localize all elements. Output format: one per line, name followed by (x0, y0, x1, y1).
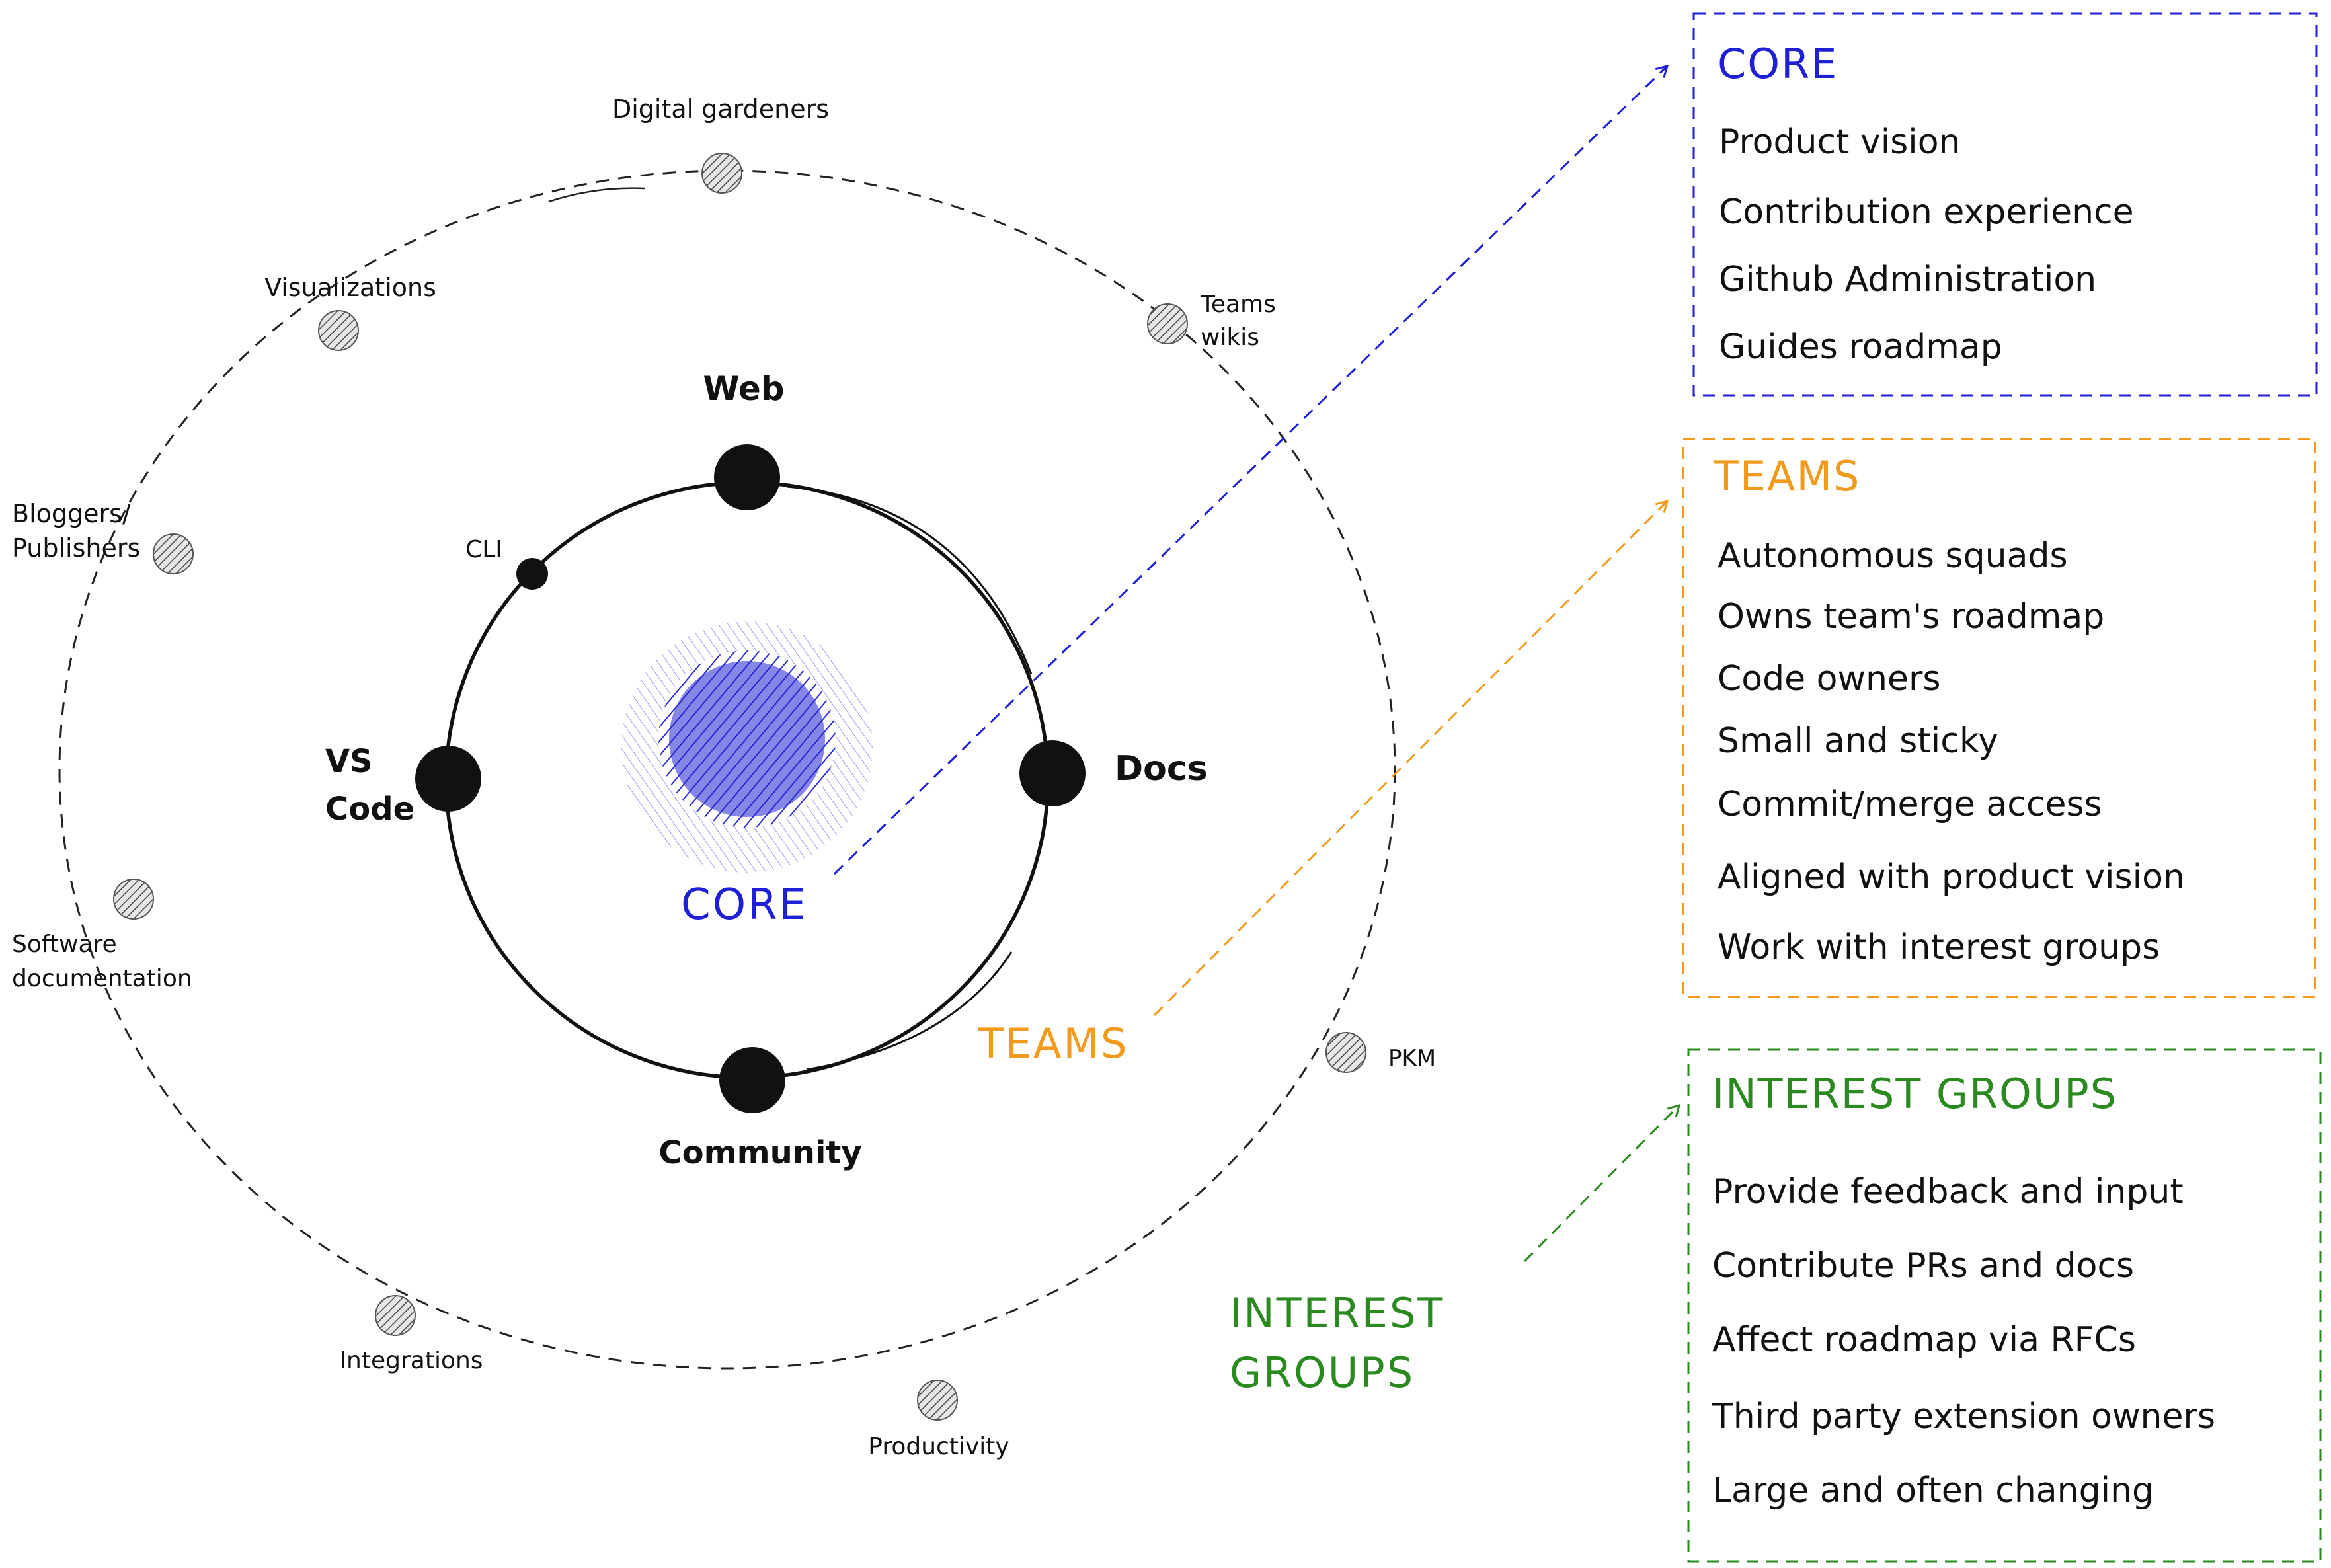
teams-box: TEAMS Autonomous squads Owns team's road… (1682, 438, 2316, 998)
core-label: CORE (681, 881, 808, 929)
teams-box-item: Aligned with product vision (1718, 857, 2185, 897)
docs-node (1019, 740, 1086, 806)
teams-box-item: Work with interest groups (1718, 927, 2160, 967)
bloggers-node (153, 533, 194, 574)
teams-box-item: Owns team's roadmap (1718, 597, 2104, 637)
vscode-label-line2: Code (325, 791, 415, 828)
pkm-label: PKM (1388, 1045, 1436, 1072)
teams-box-item: Commit/merge access (1718, 785, 2102, 824)
interest-groups-box: INTEREST GROUPS Provide feedback and inp… (1687, 1048, 2322, 1563)
integrations-label: Integrations (339, 1347, 483, 1374)
web-label: Web (703, 370, 784, 408)
interest-groups-box-item: Contribute PRs and docs (1712, 1246, 2134, 1286)
core-center-fill (669, 661, 825, 817)
teams-box-item: Small and sticky (1718, 721, 1998, 761)
visualizations-label: Visualizations (264, 273, 436, 302)
inner-orbit-sketch-stroke (806, 951, 1013, 1071)
teams-wikis-node (1147, 303, 1188, 344)
interest-groups-box-title: INTEREST GROUPS (1712, 1070, 2117, 1118)
outer-orbit-ring (58, 169, 1396, 1370)
vscode-label-line1: VS (325, 743, 373, 780)
pkm-node (1325, 1032, 1366, 1073)
visualizations-node (318, 310, 359, 351)
cli-label: CLI (465, 536, 502, 563)
digital-gardeners-node (701, 153, 742, 194)
inner-orbit-sketch-stroke (786, 485, 1033, 675)
community-node (719, 1047, 785, 1113)
core-box-item: Guides roadmap (1719, 327, 2002, 367)
teams-box-title: TEAMS (1713, 452, 1860, 500)
bloggers-label-line1: Bloggers/ (12, 499, 131, 528)
docs-label: Docs (1115, 749, 1208, 789)
software-documentation-label-line1: Software (12, 931, 117, 958)
teams-wikis-label-line2: wikis (1201, 324, 1259, 351)
core-box-title: CORE (1718, 40, 1838, 88)
teams-box-item: Code owners (1718, 659, 1940, 699)
digital-gardeners-label: Digital gardeners (612, 95, 829, 124)
integrations-node (375, 1295, 416, 1336)
teams-box-item: Autonomous squads (1718, 536, 2068, 576)
cli-node (516, 558, 548, 590)
core-box-item: Contribution experience (1719, 192, 2134, 232)
outer-orbit-sketch-stroke (548, 187, 645, 203)
interest-groups-box-item: Affect roadmap via RFCs (1712, 1320, 2136, 1360)
productivity-node (917, 1380, 958, 1421)
interest-groups-box-item: Provide feedback and input (1712, 1172, 2184, 1212)
core-box: CORE Product vision Contribution experie… (1692, 12, 2318, 397)
software-documentation-label-line2: documentation (12, 965, 192, 992)
interest-groups-ring-label-line2: GROUPS (1230, 1349, 1415, 1397)
productivity-label: Productivity (868, 1433, 1009, 1460)
core-box-item: Product vision (1719, 122, 1961, 162)
bloggers-label-line2: Publishers (12, 533, 140, 563)
teams-ring-label: TEAMS (978, 1019, 1128, 1068)
teams-arrow (1153, 499, 1669, 1017)
core-box-item: Github Administration (1719, 260, 2096, 299)
core-arrow (833, 64, 1669, 875)
community-label: Community (658, 1134, 861, 1171)
interest-groups-ring-label-line1: INTEREST (1230, 1289, 1444, 1337)
software-documentation-node (113, 879, 154, 920)
interest-groups-box-item: Third party extension owners (1712, 1397, 2215, 1436)
interest-groups-arrow (1523, 1103, 1681, 1263)
vscode-node (415, 746, 481, 812)
teams-wikis-label-line1: Teams (1200, 291, 1276, 318)
web-node (714, 444, 780, 510)
interest-groups-box-item: Large and often changing (1712, 1471, 2154, 1510)
